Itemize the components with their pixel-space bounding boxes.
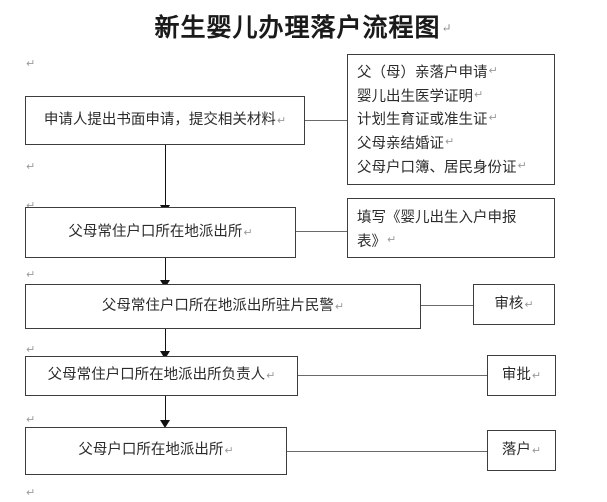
approval-label: 审批 [501,366,531,383]
connector-step1-to-step2 [165,145,166,207]
settlement-box[interactable]: 落户↵ [487,430,556,471]
required-document-item: 婴儿出生医学证明↵ [357,87,484,105]
flow-step-5-label: 父母户口所在地派出所 [78,442,224,459]
connector-step5-to-settlement [287,451,487,452]
application-form-line-2: 表》↵ [357,232,397,250]
flow-step-1-label: 申请人提出书面申请，提交相关材料 [43,111,276,128]
flow-step-2[interactable]: 父母常住户口所在地派出所↵ [25,207,296,258]
connector-step2-to-form [296,231,348,232]
paragraph-mark-icon: ↵ [26,268,36,281]
application-form-line-1: 填写《婴儿出生入户申报 [357,210,517,226]
connector-step3-to-review [421,305,473,306]
paragraph-mark-icon: ↵ [441,21,453,35]
flow-step-3-label: 父母常住户口所在地派出所驻片民警 [101,297,334,314]
flow-step-5[interactable]: 父母户口所在地派出所↵ [25,427,287,475]
flow-step-4-label: 父母常住户口所在地派出所负责人 [47,367,266,384]
paragraph-mark-icon: ↵ [387,232,397,246]
paragraph-mark-icon: ↵ [26,57,36,70]
paragraph-mark-icon: ↵ [243,225,253,239]
application-form-box[interactable]: 填写《婴儿出生入户申报 表》↵ [347,198,555,258]
paragraph-mark-icon: ↵ [531,368,542,382]
required-document-item: 父母户口簿、居民身份证↵ [357,158,527,176]
paragraph-mark-icon: ↵ [26,343,36,356]
flow-step-1[interactable]: 申请人提出书面申请，提交相关材料↵ [25,96,305,145]
connector-step4-to-step5 [165,396,166,426]
required-document-item: 父（母）亲落户申请↵ [357,64,498,81]
paragraph-mark-icon: ↵ [26,160,36,173]
paragraph-mark-icon: ↵ [266,369,276,383]
connector-step2-to-step3 [165,258,166,284]
flow-step-4[interactable]: 父母常住户口所在地派出所负责人↵ [25,356,298,396]
paragraph-mark-icon: ↵ [334,299,345,313]
required-document-item: 父母亲结婚证↵ [357,134,455,152]
arrow-down-icon [160,420,170,428]
required-documents-box[interactable]: 父（母）亲落户申请↵ 婴儿出生医学证明↵ 计划生育证或准生证↵ 父母亲结婚证↵ … [347,54,555,185]
paragraph-mark-icon: ↵ [224,444,234,458]
paragraph-mark-icon: ↵ [445,134,455,148]
paragraph-mark-icon: ↵ [517,158,527,172]
connector-step1-to-documents [305,120,348,121]
approval-box[interactable]: 审批↵ [487,355,556,396]
paragraph-mark-icon: ↵ [26,199,36,212]
review-box[interactable]: 审核↵ [473,284,555,325]
required-document-item: 计划生育证或准生证↵ [357,111,498,129]
paragraph-mark-icon: ↵ [531,443,542,457]
arrow-down-icon [160,351,170,359]
review-label: 审核 [494,295,524,312]
settlement-label: 落户 [501,441,531,458]
paragraph-mark-icon: ↵ [488,111,498,125]
page-title: 新生婴儿办理落户流程图↵ [0,8,607,44]
paragraph-mark-icon: ↵ [488,64,498,77]
paragraph-mark-icon: ↵ [524,297,534,311]
paragraph-mark-icon: ↵ [474,87,484,101]
connector-step3-to-step4 [165,329,166,357]
paragraph-mark-icon: ↵ [26,486,36,499]
paragraph-mark-icon: ↵ [276,113,287,127]
connector-step4-to-approval [298,375,487,376]
flow-step-2-label: 父母常住户口所在地派出所 [68,223,243,240]
paragraph-mark-icon: ↵ [26,413,36,426]
flow-step-3[interactable]: 父母常住户口所在地派出所驻片民警↵ [25,284,421,329]
page-title-text: 新生婴儿办理落户流程图 [154,13,441,42]
